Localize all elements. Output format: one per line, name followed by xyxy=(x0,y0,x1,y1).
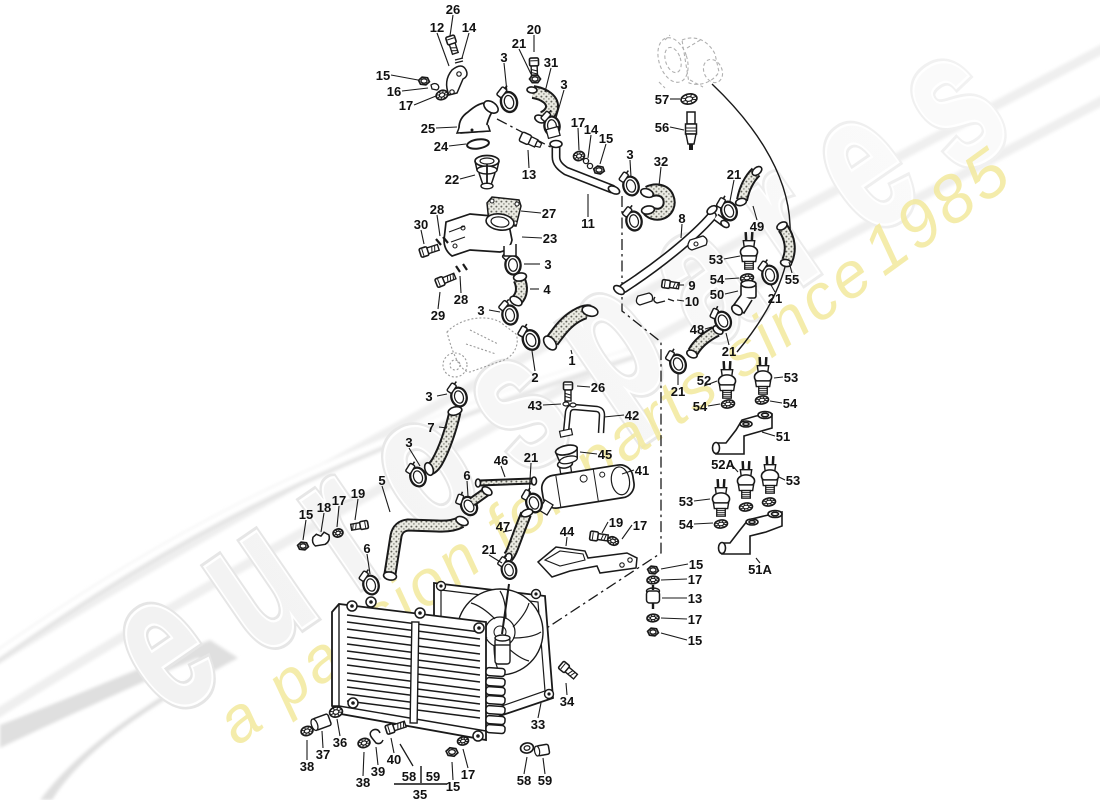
svg-text:21: 21 xyxy=(671,384,685,399)
svg-text:17: 17 xyxy=(571,115,585,130)
svg-text:20: 20 xyxy=(527,22,541,37)
svg-text:21: 21 xyxy=(524,450,538,465)
svg-text:15: 15 xyxy=(376,68,390,83)
svg-text:44: 44 xyxy=(560,524,575,539)
svg-text:53: 53 xyxy=(709,252,723,267)
svg-text:14: 14 xyxy=(584,122,599,137)
svg-text:42: 42 xyxy=(625,408,639,423)
svg-text:38: 38 xyxy=(356,775,370,790)
svg-text:16: 16 xyxy=(387,84,401,99)
svg-text:55: 55 xyxy=(785,272,799,287)
svg-text:29: 29 xyxy=(431,308,445,323)
svg-text:2: 2 xyxy=(531,370,538,385)
svg-text:28: 28 xyxy=(454,292,468,307)
svg-text:21: 21 xyxy=(727,167,741,182)
svg-text:53: 53 xyxy=(786,473,800,488)
svg-text:3: 3 xyxy=(560,77,567,92)
svg-text:56: 56 xyxy=(655,120,669,135)
svg-text:15: 15 xyxy=(689,557,703,572)
svg-text:38: 38 xyxy=(300,759,314,774)
svg-text:40: 40 xyxy=(387,752,401,767)
svg-text:7: 7 xyxy=(427,420,434,435)
svg-text:47: 47 xyxy=(496,519,510,534)
svg-text:45: 45 xyxy=(598,447,612,462)
svg-text:31: 31 xyxy=(544,55,558,70)
svg-text:15: 15 xyxy=(599,131,613,146)
svg-text:24: 24 xyxy=(434,139,449,154)
svg-text:33: 33 xyxy=(531,717,545,732)
svg-text:58: 58 xyxy=(402,769,416,784)
svg-text:9: 9 xyxy=(688,278,695,293)
svg-text:3: 3 xyxy=(405,435,412,450)
svg-text:54: 54 xyxy=(710,272,725,287)
svg-text:39: 39 xyxy=(371,764,385,779)
svg-text:23: 23 xyxy=(543,231,557,246)
svg-text:3: 3 xyxy=(544,257,551,272)
svg-text:28: 28 xyxy=(430,202,444,217)
svg-text:36: 36 xyxy=(333,735,347,750)
svg-text:58: 58 xyxy=(517,773,531,788)
svg-text:17: 17 xyxy=(633,518,647,533)
svg-text:15: 15 xyxy=(299,507,313,522)
svg-text:32: 32 xyxy=(654,154,668,169)
svg-text:22: 22 xyxy=(445,172,459,187)
svg-text:3: 3 xyxy=(626,147,633,162)
svg-text:25: 25 xyxy=(421,121,435,136)
svg-text:12: 12 xyxy=(430,20,444,35)
svg-text:18: 18 xyxy=(317,500,331,515)
svg-text:1: 1 xyxy=(568,353,575,368)
svg-text:13: 13 xyxy=(688,591,702,606)
svg-text:21: 21 xyxy=(768,291,782,306)
svg-text:10: 10 xyxy=(685,294,699,309)
svg-text:21: 21 xyxy=(512,36,526,51)
svg-text:41: 41 xyxy=(635,463,649,478)
svg-text:17: 17 xyxy=(688,572,702,587)
svg-text:52A: 52A xyxy=(711,457,735,472)
svg-text:11: 11 xyxy=(581,216,595,231)
svg-text:46: 46 xyxy=(494,453,508,468)
svg-text:19: 19 xyxy=(609,515,623,530)
svg-text:54: 54 xyxy=(679,517,694,532)
svg-text:6: 6 xyxy=(363,541,370,556)
svg-text:54: 54 xyxy=(783,396,798,411)
svg-text:17: 17 xyxy=(688,612,702,627)
svg-text:15: 15 xyxy=(688,633,702,648)
svg-text:53: 53 xyxy=(679,494,693,509)
svg-text:51: 51 xyxy=(776,429,790,444)
svg-text:43: 43 xyxy=(528,398,542,413)
svg-text:30: 30 xyxy=(414,217,428,232)
svg-text:15: 15 xyxy=(446,779,460,794)
svg-text:21: 21 xyxy=(722,344,736,359)
svg-text:48: 48 xyxy=(690,322,704,337)
svg-text:3: 3 xyxy=(500,50,507,65)
svg-text:26: 26 xyxy=(591,380,605,395)
svg-text:8: 8 xyxy=(678,211,685,226)
svg-text:13: 13 xyxy=(522,167,536,182)
svg-text:49: 49 xyxy=(750,219,764,234)
svg-text:3: 3 xyxy=(425,389,432,404)
svg-text:54: 54 xyxy=(693,399,708,414)
svg-text:4: 4 xyxy=(543,282,551,297)
svg-text:50: 50 xyxy=(710,287,724,302)
svg-text:37: 37 xyxy=(316,747,330,762)
svg-text:17: 17 xyxy=(399,98,413,113)
svg-text:17: 17 xyxy=(332,493,346,508)
svg-text:52: 52 xyxy=(697,373,711,388)
svg-text:51A: 51A xyxy=(748,562,772,577)
svg-text:59: 59 xyxy=(538,773,552,788)
svg-text:35: 35 xyxy=(413,787,427,800)
svg-text:34: 34 xyxy=(560,694,575,709)
svg-text:59: 59 xyxy=(426,769,440,784)
svg-text:53: 53 xyxy=(784,370,798,385)
svg-text:21: 21 xyxy=(482,542,496,557)
svg-text:19: 19 xyxy=(351,486,365,501)
svg-text:14: 14 xyxy=(462,20,477,35)
svg-text:17: 17 xyxy=(461,767,475,782)
svg-text:5: 5 xyxy=(378,473,385,488)
svg-text:57: 57 xyxy=(655,92,669,107)
svg-text:6: 6 xyxy=(463,468,470,483)
svg-text:26: 26 xyxy=(446,2,460,17)
svg-text:3: 3 xyxy=(477,303,484,318)
svg-text:27: 27 xyxy=(542,206,556,221)
